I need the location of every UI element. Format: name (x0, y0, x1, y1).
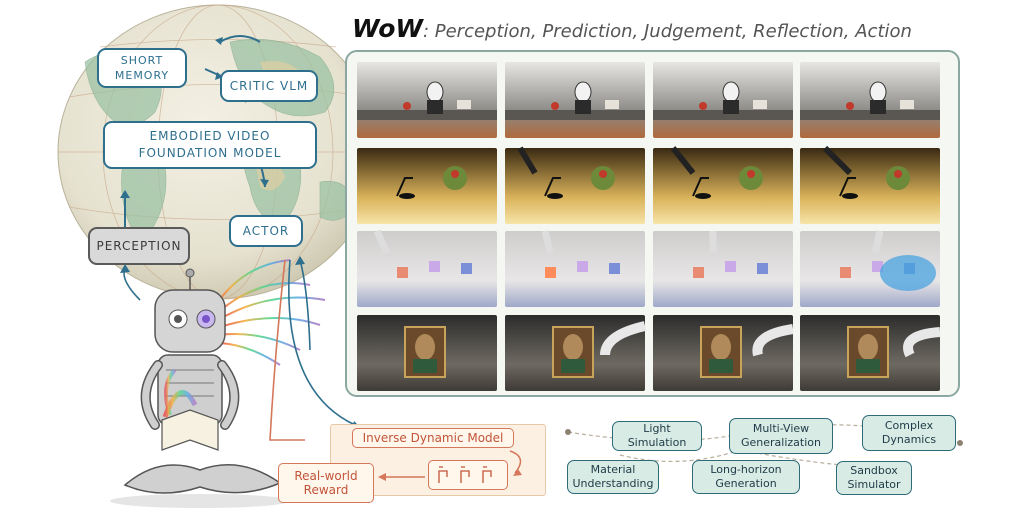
critic-vlm-box: Critic VLM (220, 70, 318, 102)
video-frame-portrait-painting (357, 315, 497, 391)
video-frame-desk-lamp-flowers (653, 146, 793, 224)
video-frame-kitchen-humanoid-robot (800, 62, 940, 138)
title-brand: WoW (352, 14, 423, 43)
capability-material-understanding: Material Understanding (567, 460, 659, 494)
perception-box: Perception (88, 227, 190, 265)
pipeline-arrows (378, 450, 522, 481)
video-frame-portrait-painting (800, 315, 941, 391)
video-frame-robot-arm-cubes (800, 230, 940, 307)
video-frame-robot-arm-cubes (505, 230, 645, 307)
video-frame-robot-arm-cubes (357, 229, 497, 307)
capability-sandbox-simulator: Sandbox Simulator (836, 461, 912, 495)
video-frame-grid (345, 50, 960, 397)
video-frame-desk-lamp-flowers (800, 145, 940, 224)
video-frame-kitchen-humanoid-robot (653, 62, 793, 138)
robot-reading-illustration (110, 259, 326, 508)
figure-title: WoW: Perception, Prediction, Judgement, … (352, 14, 912, 43)
video-frame-kitchen-humanoid-robot (505, 62, 645, 138)
robot-pose-icons (438, 466, 492, 483)
capability-long-horizon-generation: Long-horizon Generation (692, 460, 800, 494)
capability-complex-dynamics: Complex Dynamics (862, 415, 956, 451)
video-frames (357, 62, 941, 391)
inverse-dynamic-model-box: Inverse Dynamic Model (352, 428, 514, 448)
title-subtitle: : Perception, Prediction, Judgement, Ref… (422, 21, 912, 42)
capability-light-simulation: Light Simulation (612, 421, 702, 451)
video-frame-kitchen-humanoid-robot (357, 62, 497, 138)
video-frame-desk-lamp-flowers (357, 148, 497, 224)
video-frame-portrait-painting (653, 315, 794, 391)
actor-box: Actor (229, 215, 303, 247)
robot-pose-sequence (428, 460, 508, 490)
video-frame-robot-arm-cubes (653, 231, 793, 307)
short-memory-box: Short Memory (97, 48, 187, 88)
capability-multi-view-generalization: Multi-View Generalization (729, 418, 833, 454)
video-frame-portrait-painting (505, 315, 647, 391)
embodied-video-foundation-model-box: Embodied Video Foundation Model (103, 121, 317, 169)
real-world-reward-box: Real-world Reward (278, 463, 374, 503)
video-frame-desk-lamp-flowers (505, 146, 645, 224)
